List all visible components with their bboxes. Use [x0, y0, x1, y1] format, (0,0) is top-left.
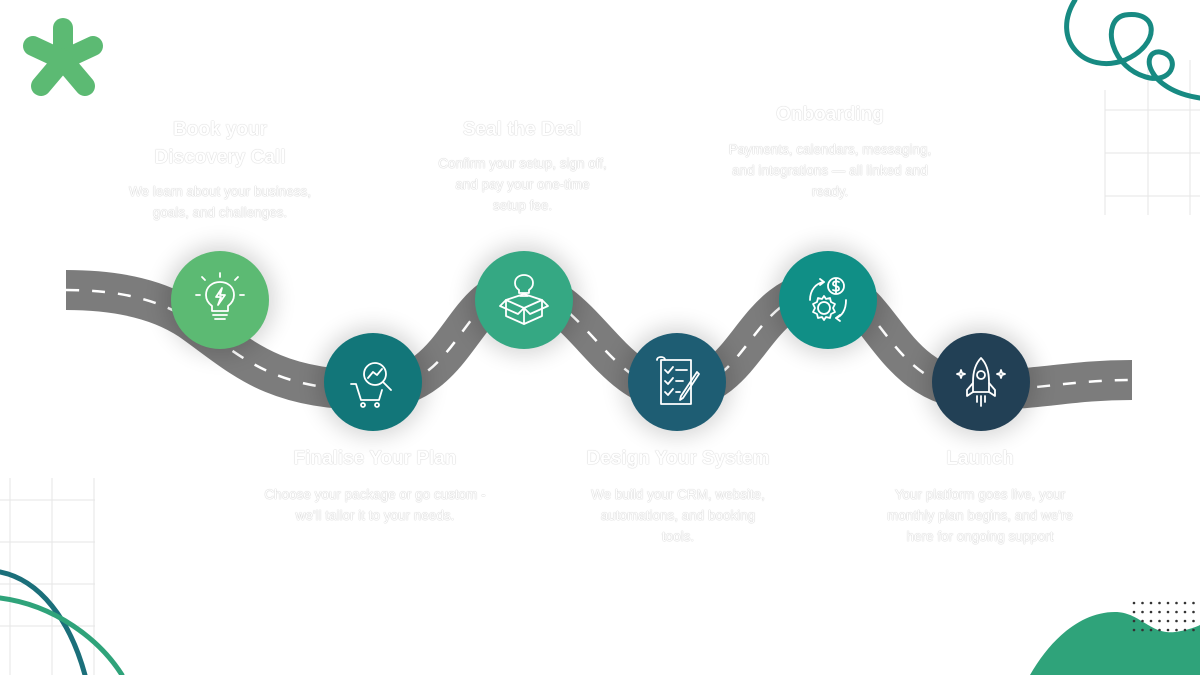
decor-dot — [1192, 628, 1195, 632]
decor-dot — [1141, 601, 1144, 605]
road — [65, 269, 1133, 411]
decor-dot — [1141, 628, 1144, 632]
step-6-title: Launch — [946, 448, 1014, 469]
decor-dot — [1149, 610, 1153, 614]
step-1-title: Book your Discovery Call — [154, 119, 286, 168]
decor-dot — [1175, 619, 1178, 623]
decor-dot — [1192, 619, 1195, 623]
checklist-icon — [656, 356, 700, 405]
step-4-circle — [628, 333, 726, 431]
step-4-description: We build your CRM, website, automations,… — [591, 487, 765, 544]
rocket-icon — [956, 357, 1006, 407]
step-3-circle — [475, 251, 573, 349]
step-2-description: Choose your package or go custom - we'll… — [264, 487, 486, 523]
decor-dot — [1141, 610, 1144, 614]
grid-decoration-top-right — [1104, 60, 1200, 215]
decor-dot — [1132, 628, 1136, 632]
squiggle-decoration — [1064, 0, 1200, 101]
decor-dot — [1166, 601, 1170, 605]
step-4-title: Design Your System — [586, 448, 770, 469]
blob-decoration — [1030, 612, 1200, 675]
cart-chart-icon — [350, 362, 392, 408]
step-5-description: Payments, calendars, messaging, and inte… — [728, 142, 932, 199]
decor-dot — [1158, 619, 1161, 623]
step-5-circle — [779, 251, 877, 349]
decor-dot — [1149, 601, 1153, 605]
step-6-description: Your platform goes live, your monthly pl… — [887, 487, 1073, 544]
decor-dot — [1192, 601, 1195, 605]
lightbulb-icon — [195, 272, 245, 320]
step-2-title: Finalise Your Plan — [293, 448, 457, 469]
decor-dot — [1175, 610, 1178, 614]
decor-dot — [1141, 619, 1144, 623]
step-1-circle — [171, 251, 269, 349]
decor-dot — [1158, 628, 1161, 632]
step-6-circle — [932, 333, 1030, 431]
decor-dot — [1183, 619, 1187, 623]
step-2-circle — [324, 333, 422, 431]
decor-dot — [1166, 628, 1170, 632]
decor-dot — [1132, 619, 1136, 623]
decor-dot — [1175, 601, 1178, 605]
decor-dot — [1175, 628, 1178, 632]
step-3-description: Confirm your setup, sign off, and pay yo… — [438, 156, 607, 213]
step-1-description: We learn about your business, goals, and… — [128, 184, 312, 220]
dot-pattern-decoration — [1132, 601, 1195, 632]
idea-box-icon — [499, 274, 549, 325]
gear-dollar-icon — [809, 277, 847, 322]
step-3-title: Seal the Deal — [462, 119, 582, 140]
decor-dot — [1132, 610, 1136, 614]
decor-dot — [1158, 610, 1161, 614]
decor-dot — [1192, 610, 1195, 614]
flow-arrows — [221, 254, 890, 435]
arc-decoration-bottom-left — [0, 569, 125, 675]
decor-dot — [1166, 610, 1170, 614]
asterisk-decoration — [23, 18, 103, 96]
decor-dot — [1149, 628, 1153, 632]
decor-dot — [1158, 601, 1161, 605]
step-5-title: Onboarding — [776, 104, 884, 125]
decor-dot — [1132, 601, 1136, 605]
decor-dot — [1166, 619, 1170, 623]
decor-dot — [1183, 610, 1187, 614]
decor-dot — [1183, 628, 1187, 632]
decor-dot — [1149, 619, 1153, 623]
decor-dot — [1183, 601, 1187, 605]
